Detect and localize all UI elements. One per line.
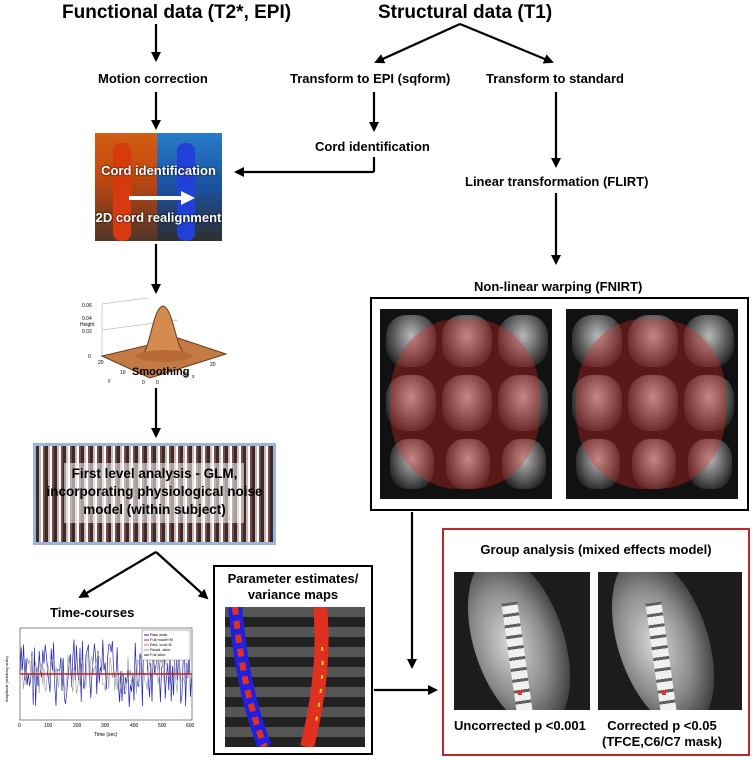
transform-standard-label: Transform to standard	[486, 71, 624, 86]
xy-tick-5: 20	[210, 362, 216, 368]
nonlinear-warping-label: Non-linear warping (FNIRT)	[474, 279, 643, 294]
parameter-line-2: variance maps	[247, 587, 339, 602]
smoothing-plot: 0.06 0.04 0.02 0 Height y x 20 10 0 0 10…	[80, 298, 228, 386]
xy-tick-0: 20	[98, 360, 104, 366]
first-level-line-1: First level analysis - GLM,	[71, 466, 238, 481]
tc-ylabel: Amplitude (arbitrary units)	[4, 656, 9, 702]
structural-data-title: Structural data (T1)	[378, 2, 553, 23]
x-axis-label: x	[192, 374, 195, 380]
parameter-line-1: Parameter estimates/	[227, 571, 359, 586]
first-level-analysis-text: First level analysis - GLM, incorporatin…	[33, 465, 276, 519]
xy-tick-2: 0	[142, 380, 145, 386]
tc-xtick-6: 600	[186, 723, 195, 729]
corrected-label: Corrected p <0.05 (TFCE,C6/C7 mask)	[602, 718, 722, 750]
cord-identification-overlay: Cord identification	[101, 163, 216, 178]
raw-data-trace	[19, 639, 192, 708]
z-tick-2: 0.02	[82, 329, 92, 335]
legend-raw: Raw data	[150, 632, 168, 637]
corrected-mri	[598, 572, 742, 710]
tc-xtick-3: 300	[101, 723, 110, 729]
smoothing-label: Smoothing	[132, 366, 190, 378]
legend-cord: Red. cord fit	[150, 642, 172, 647]
legend-resid: Resid. slice	[150, 647, 171, 652]
tc-xtick-4: 400	[130, 723, 139, 729]
y-axis-label: y	[108, 378, 111, 384]
parameter-estimates-box: Parameter estimates/ variance maps	[213, 565, 373, 755]
fnirt-image-left	[380, 309, 552, 499]
cord-realignment-overlay: 2D cord realignment	[95, 210, 222, 225]
time-courses-label: Time-courses	[50, 605, 135, 620]
functional-data-title: Functional data (T2*, EPI)	[62, 2, 292, 23]
first-level-line-3: model (within subject)	[83, 502, 226, 517]
corrected-line-1: Corrected p <0.05	[607, 718, 717, 733]
tc-xtick-2: 200	[73, 723, 82, 729]
transform-epi-label: Transform to EPI (sqform)	[290, 71, 451, 86]
z-axis-label: Height	[80, 322, 95, 328]
xy-tick-1: 10	[120, 370, 126, 376]
first-level-analysis-box	[33, 443, 276, 545]
tc-xtick-5: 500	[158, 723, 167, 729]
tc-xlabel: Time (sec)	[94, 732, 118, 738]
uncorrected-label: Uncorrected p <0.001	[454, 718, 586, 733]
tc-xtick-0: 0	[18, 723, 21, 729]
legend-slice: Full slice	[150, 652, 166, 657]
xy-tick-3: 0	[156, 380, 159, 386]
group-analysis-box: Group analysis (mixed effects model) Unc…	[442, 528, 750, 756]
cord-identification-label: Cord identification	[315, 139, 430, 154]
parameter-map-image	[225, 607, 365, 747]
timecourse-plot: Raw data Full model fit Red. cord fit Re…	[4, 627, 195, 738]
legend-fit: Full model fit	[150, 637, 174, 642]
uncorrected-mri	[454, 572, 590, 710]
corrected-line-2: (TFCE,C6/C7 mask)	[602, 734, 722, 749]
z-tick-0: 0.06	[82, 303, 92, 309]
cord-realignment-image: Cord identification 2D cord realignment	[95, 133, 222, 241]
first-level-line-2: incorporating physiological noise	[46, 484, 263, 499]
z-tick-3: 0	[88, 354, 91, 360]
xy-tick-4: 10	[182, 372, 188, 378]
linear-transformation-label: Linear transformation (FLIRT)	[465, 174, 649, 189]
fnirt-image-right	[566, 309, 738, 499]
fnirt-panel	[370, 297, 749, 511]
tc-xtick-1: 100	[44, 723, 53, 729]
z-tick-1: 0.04	[82, 316, 92, 322]
group-analysis-title: Group analysis (mixed effects model)	[480, 542, 712, 557]
motion-correction-label: Motion correction	[98, 71, 208, 86]
